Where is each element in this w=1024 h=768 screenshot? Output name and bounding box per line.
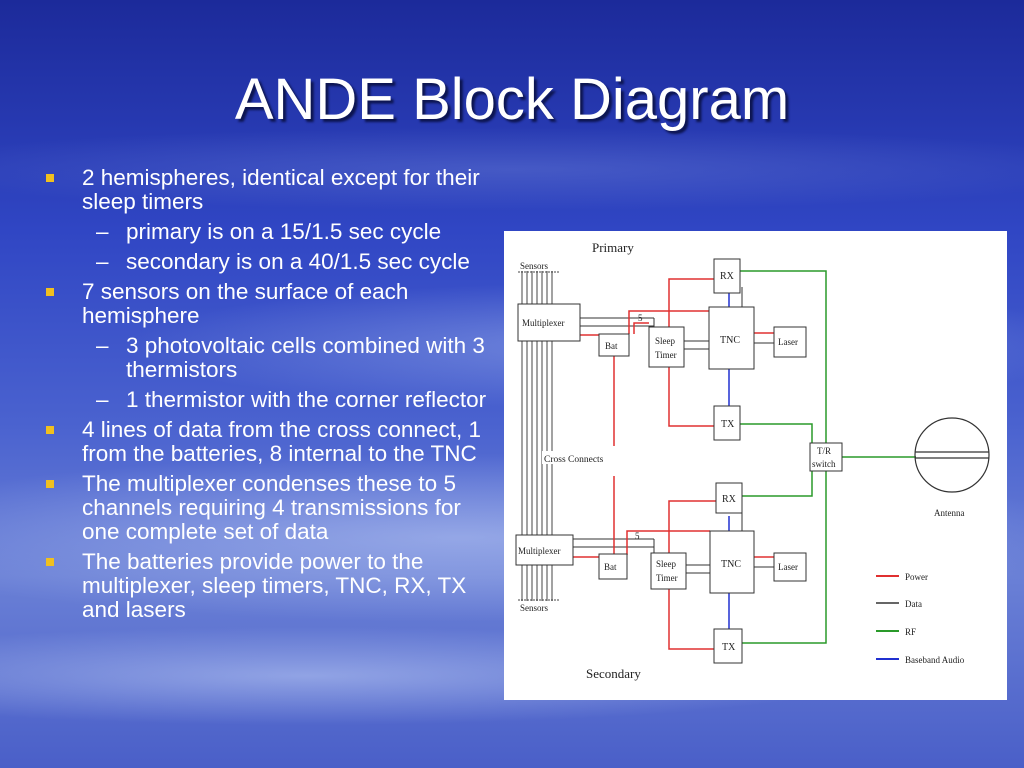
bullet-list: 2 hemispheres, identical except for thei… [44,166,494,628]
primary-laser-box [773,326,807,358]
secondary-tnc-box [709,530,755,594]
sub-bullet-secondary-cycle: secondary is on a 40/1.5 sec cycle [44,250,494,275]
cross-connects-backdrop [542,451,616,464]
secondary-sleep-timer-label-2: Timer [656,573,678,583]
primary-bat-label: Bat [605,341,618,351]
sub-bullet-photovoltaic: 3 photovoltaic cells combined with 3 the… [44,334,494,382]
sensors-top-label: Sensors [520,261,548,271]
sensors-top-backdrop [516,259,560,271]
tr-switch-label-1: T/R [817,446,831,456]
bullet-sensors: 7 sensors on the surface of each hemisph… [44,280,494,328]
bullet-multiplexer: The multiplexer condenses these to 5 cha… [44,472,494,544]
legend-rf-label: RF [905,627,916,637]
secondary-sleep-timer-box [650,552,687,590]
bullet-batteries: The batteries provide power to the multi… [44,550,494,622]
secondary-rf-lines [742,471,827,644]
secondary-laser-box [773,552,807,582]
secondary-blocks [515,482,807,664]
primary-tnc-label: TNC [720,335,740,346]
primary-label: Primary [592,240,634,255]
primary-sleep-timer-label-2: Timer [655,350,677,360]
primary-multiplexer-label: Multiplexer [522,318,565,328]
secondary-channel-count: 5 [635,531,640,541]
secondary-multiplexer-label: Multiplexer [518,546,561,556]
legend-power-label: Power [905,572,928,582]
bullet-data-lines: 4 lines of data from the cross connect, … [44,418,494,466]
secondary-multiplexer-box [515,534,574,566]
antenna-label: Antenna [934,508,965,518]
secondary-sleep-timer-label-1: Sleep [656,559,676,569]
tr-switch-box [809,442,843,472]
legend-data-label: Data [905,599,922,609]
primary-laser-label: Laser [778,337,798,347]
primary-rx-box [713,258,741,294]
sub-bullet-primary-cycle: primary is on a 15/1.5 sec cycle [44,220,494,245]
secondary-power-lines [573,476,776,650]
secondary-tx-box [713,628,743,664]
bullet-hemispheres: 2 hemispheres, identical except for thei… [44,166,494,214]
sub-bullet-thermistor: 1 thermistor with the corner reflector [44,388,494,413]
secondary-label: Secondary [586,666,641,681]
primary-blocks [517,258,807,441]
block-diagram-svg: Primary Secondary Sensors Sensors Cross … [515,240,990,681]
secondary-bat-label: Bat [604,562,617,572]
primary-tx-box [713,405,741,441]
antenna-sphere [914,417,990,493]
secondary-laser-label: Laser [778,562,798,572]
sensors-bottom-label: Sensors [520,603,548,613]
primary-tx-label: TX [721,419,735,430]
primary-multiplexer-box [517,303,581,342]
secondary-bat-box [598,553,628,580]
primary-rf-lines [740,270,827,443]
legend-audio-label: Baseband Audio [905,655,965,665]
block-diagram: Primary Secondary Sensors Sensors Cross … [504,231,1007,700]
secondary-rx-box [715,482,743,514]
sensors-bottom-backdrop [516,601,560,613]
secondary-tx-label: TX [722,642,736,653]
primary-sleep-timer-label-1: Sleep [655,336,675,346]
primary-sleep-timer-box [648,326,685,368]
primary-tnc-box [708,306,755,370]
legend: Power Data RF Baseband Audio [876,572,965,665]
slide-title: ANDE Block Diagram [234,67,790,132]
secondary-rx-label: RX [722,494,737,505]
primary-rx-label: RX [720,271,735,282]
cross-connects-label: Cross Connects [544,455,604,465]
primary-channel-count: 5 [638,313,643,323]
primary-bat-box [598,333,630,357]
tr-switch-label-2: switch [812,459,836,469]
secondary-tnc-label: TNC [721,559,741,570]
